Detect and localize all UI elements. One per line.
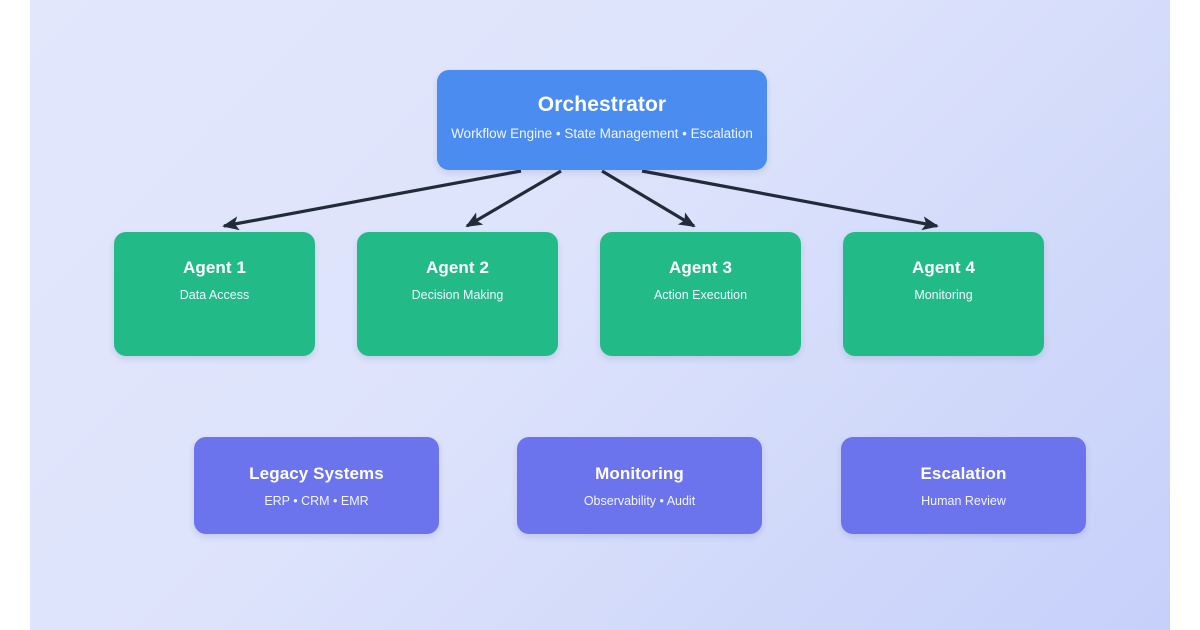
- node-escalation[interactable]: Escalation Human Review: [841, 437, 1086, 534]
- node-agent-2-title: Agent 2: [425, 258, 490, 277]
- node-monitoring-title: Monitoring: [595, 464, 684, 483]
- node-agent-3[interactable]: Agent 3 Action Execution: [600, 232, 801, 356]
- node-legacy-systems-subtitle: ERP • CRM • EMR: [264, 494, 369, 508]
- node-escalation-title: Escalation: [920, 464, 1007, 483]
- node-agent-1-title: Agent 1: [182, 258, 247, 277]
- node-agent-3-title: Agent 3: [668, 258, 733, 277]
- node-orchestrator[interactable]: Orchestrator Workflow Engine • State Man…: [437, 70, 767, 170]
- node-agent-3-subtitle: Action Execution: [653, 288, 748, 302]
- node-orchestrator-subtitle: Workflow Engine • State Management • Esc…: [451, 126, 753, 141]
- node-orchestrator-title: Orchestrator: [537, 93, 667, 116]
- node-agent-2[interactable]: Agent 2 Decision Making: [357, 232, 558, 356]
- node-escalation-subtitle: Human Review: [921, 494, 1006, 508]
- node-agent-2-subtitle: Decision Making: [411, 288, 504, 302]
- node-agent-4-subtitle: Monitoring: [914, 288, 973, 302]
- node-agent-1[interactable]: Agent 1 Data Access: [114, 232, 315, 356]
- node-legacy-systems-title: Legacy Systems: [249, 464, 384, 483]
- node-agent-1-subtitle: Data Access: [179, 288, 250, 302]
- node-monitoring-subtitle: Observability • Audit: [583, 494, 696, 508]
- node-legacy-systems[interactable]: Legacy Systems ERP • CRM • EMR: [194, 437, 439, 534]
- node-agent-4[interactable]: Agent 4 Monitoring: [843, 232, 1044, 356]
- node-monitoring[interactable]: Monitoring Observability • Audit: [517, 437, 762, 534]
- node-agent-4-title: Agent 4: [911, 258, 976, 277]
